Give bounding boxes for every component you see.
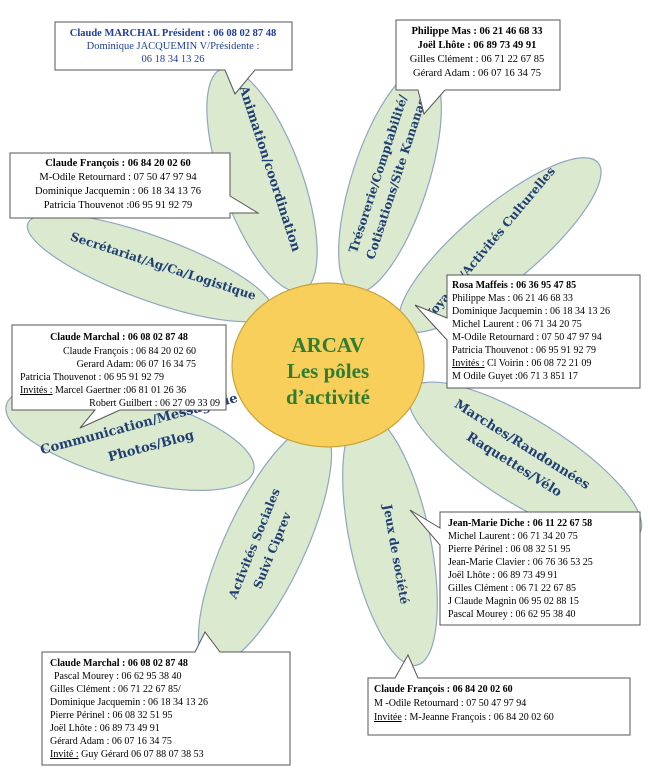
marches-line-1: Jean-Marie Diche : 06 11 22 67 58 <box>448 518 592 529</box>
communication-line-3: Gerard Adam: 06 07 16 34 75 <box>77 359 196 370</box>
jeux-line-3: Invitée : M-Jeanne François : 06 84 20 0… <box>374 712 554 723</box>
voyages-line-6: Patricia Thouvenot : 06 95 91 92 79 <box>452 345 596 356</box>
callout-secretariat: Claude François : 06 84 20 02 60 M-Odile… <box>35 158 201 211</box>
callout-tresorerie: Philippe Mas : 06 21 46 68 33 Joël Lhôte… <box>410 26 544 79</box>
voyages-line-1: Rosa Maffeis : 06 36 95 47 85 <box>452 280 576 291</box>
marches-line-6: Gilles Clément : 06 71 22 67 85 <box>448 583 576 594</box>
callout-communication: Claude Marchal : 06 08 02 87 48 Claude F… <box>20 332 220 409</box>
marches-line-4: Jean-Marie Clavier : 06 76 36 53 25 <box>448 557 593 568</box>
callout-secretariat-shape <box>9 152 260 219</box>
voyages-line-4: Michel Laurent : 06 71 34 20 75 <box>452 319 582 330</box>
callout-sociales: Claude Marchal : 06 08 02 87 48 Pascal M… <box>50 658 208 760</box>
marches-line-5: Joël Lhôte : 06 89 73 49 91 <box>448 570 558 581</box>
callout-jeux: Claude François : 06 84 20 02 60 M -Odil… <box>374 684 554 723</box>
animation-line-3: 06 18 34 13 26 <box>142 54 205 65</box>
sociales-invite-label: Invité : <box>50 749 79 760</box>
callout-voyages: Rosa Maffeis : 06 36 95 47 85 Philippe M… <box>452 280 610 382</box>
callout-communication-shape <box>11 324 227 429</box>
marches-line-3: Pierre Périnel : 06 08 32 51 95 <box>448 544 570 555</box>
voyages-invites-label: Invités : <box>452 358 485 369</box>
jeux-invitee-label: Invitée <box>374 712 402 723</box>
sociales-line-2: Pascal Mourey : 06 62 95 38 40 <box>54 671 182 682</box>
sociales-line-7: Gérard Adam : 06 07 16 34 75 <box>50 736 172 747</box>
jeux-line-1: Claude François : 06 84 20 02 60 <box>374 684 513 695</box>
center-line-1: ARCAV <box>291 333 364 357</box>
callout-jeux-shape <box>367 653 631 736</box>
secretariat-line-1: Claude François : 06 84 20 02 60 <box>45 158 191 169</box>
sociales-line-5: Pierre Périnel : 06 08 32 51 95 <box>50 710 172 721</box>
sociales-invite-value: Guy Gérard 06 07 88 07 38 53 <box>79 749 204 760</box>
communication-line-5: Invités : Marcel Gaertner :06 81 01 26 3… <box>20 385 186 396</box>
communication-invites-value: Marcel Gaertner :06 81 01 26 36 <box>53 385 187 396</box>
callouts <box>9 19 641 766</box>
tresorerie-line-3: Gilles Clément : 06 71 22 67 85 <box>410 54 544 65</box>
callout-tresorerie-shape <box>395 19 561 116</box>
marches-line-2: Michel Laurent : 06 71 34 20 75 <box>448 531 578 542</box>
jeux-line-2: M -Odile Retournard : 07 50 47 97 94 <box>374 698 526 709</box>
communication-line-6: Robert Guilbert : 06 27 09 33 09 <box>89 398 220 409</box>
sociales-line-1: Claude Marchal : 06 08 02 87 48 <box>50 658 188 669</box>
sociales-line-4: Dominique Jacquemin : 06 18 34 13 26 <box>50 697 208 708</box>
secretariat-line-2: M-Odile Retournard : 07 50 47 97 94 <box>39 172 197 183</box>
tresorerie-line-2: Joël Lhôte : 06 89 73 49 91 <box>418 40 537 51</box>
communication-line-1: Claude Marchal : 06 08 02 87 48 <box>50 332 188 343</box>
sociales-line-3: Gilles Clément : 06 71 22 67 85/ <box>50 684 181 695</box>
animation-line-1: Claude MARCHAL Président : 06 08 02 87 4… <box>70 28 277 39</box>
animation-line-2: Dominique JACQUEMIN V/Présidente : <box>87 41 260 52</box>
marches-line-7: J Claude Magnin 06 95 02 88 15 <box>448 596 579 607</box>
callout-animation-shape <box>54 21 293 95</box>
voyages-line-7: Invités : Cl Voirin : 06 08 72 21 09 <box>452 358 591 369</box>
center-line-3: d’activité <box>286 385 370 409</box>
voyages-line-2: Philippe Mas : 06 21 46 68 33 <box>452 293 573 304</box>
secretariat-line-4: Patricia Thouvenot :06 95 91 92 79 <box>44 200 193 211</box>
communication-invites-label: Invités : <box>20 385 53 396</box>
center-line-2: Les pôles <box>287 359 369 383</box>
sociales-line-8: Invité : Guy Gérard 06 07 88 07 38 53 <box>50 749 204 760</box>
voyages-line-8: M Odile Guyet :06 71 3 851 17 <box>452 371 578 382</box>
callout-marches-shape <box>409 509 641 626</box>
voyages-invites-value: Cl Voirin : 06 08 72 21 09 <box>485 358 592 369</box>
secretariat-line-3: Dominique Jacquemin : 06 18 34 13 76 <box>35 186 201 197</box>
voyages-line-3: Dominique Jacquemin : 06 18 34 13 26 <box>452 306 610 317</box>
voyages-line-5: M-Odile Retournard : 07 50 47 97 94 <box>452 332 602 343</box>
callout-voyages-shape <box>414 274 641 389</box>
center-disc <box>231 282 425 448</box>
tresorerie-line-1: Philippe Mas : 06 21 46 68 33 <box>412 26 543 37</box>
tresorerie-line-4: Gérard Adam : 06 07 16 34 75 <box>413 68 541 79</box>
callout-marches: Jean-Marie Diche : 06 11 22 67 58 Michel… <box>448 518 593 620</box>
center: ARCAV Les pôles d’activité <box>231 282 425 448</box>
callout-sociales-shape <box>41 631 291 766</box>
sociales-line-6: Joël Lhôte : 06 89 73 49 91 <box>50 723 160 734</box>
communication-line-4: Patricia Thouvenot : 06 95 91 92 79 <box>20 372 164 383</box>
jeux-invitee-value: : M-Jeanne François : 06 84 20 02 60 <box>402 712 554 723</box>
marches-line-8: Pascal Mourey : 06 62 95 38 40 <box>448 609 576 620</box>
callout-animation: Claude MARCHAL Président : 06 08 02 87 4… <box>70 28 277 65</box>
communication-line-2: Claude François : 06 84 20 02 60 <box>63 346 196 357</box>
